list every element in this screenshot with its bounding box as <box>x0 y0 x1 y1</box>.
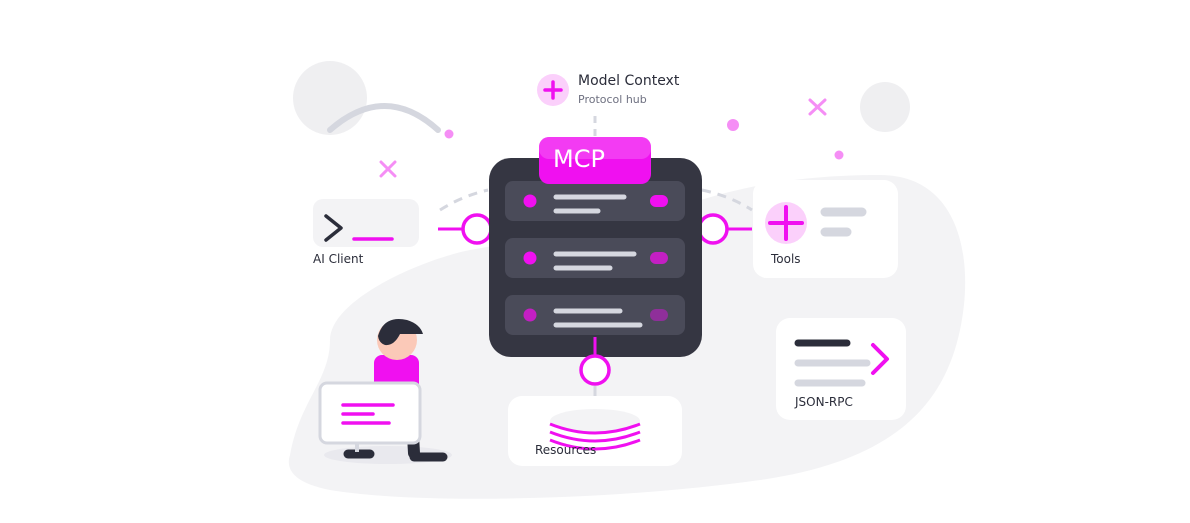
connector-dashed-right <box>701 188 753 212</box>
connector-left <box>438 213 493 245</box>
resources-label: Resources <box>535 443 597 457</box>
decor-arc <box>327 103 441 133</box>
mcp-tag <box>539 137 651 184</box>
hub-title: Model Context <box>578 73 680 89</box>
ai-client-label: AI Client <box>313 252 364 266</box>
server-slot-1 <box>505 181 685 221</box>
server-slot-2 <box>505 238 685 278</box>
server-slot-3 <box>505 295 685 335</box>
resources-card <box>508 396 682 466</box>
terminal-icon <box>324 214 394 242</box>
person-illustration <box>318 319 452 464</box>
json-rpc-label: JSON-RPC <box>795 395 853 409</box>
mcp-label: MCP <box>553 145 605 173</box>
json-rpc-card <box>776 318 906 420</box>
database-icon <box>549 409 641 451</box>
x-mark-icon <box>379 160 397 178</box>
connector-dashed-left <box>439 188 489 212</box>
laptop-icon <box>318 381 422 452</box>
tools-card <box>753 180 898 278</box>
decor-circle-right <box>860 82 910 132</box>
plus-icon <box>765 202 807 244</box>
hub-subtitle: Protocol hub <box>578 93 647 106</box>
plus-icon <box>537 74 569 106</box>
dot-icon <box>834 150 844 160</box>
mcp-server <box>489 158 702 357</box>
tools-label: Tools <box>771 252 801 266</box>
connector-bottom <box>579 337 611 386</box>
ai-client-card <box>313 199 419 247</box>
x-mark-icon <box>808 98 827 116</box>
dot-icon <box>444 129 454 139</box>
arrow-right-icon <box>871 343 889 375</box>
decor-circle-left <box>293 61 367 135</box>
dot-icon <box>727 119 739 131</box>
